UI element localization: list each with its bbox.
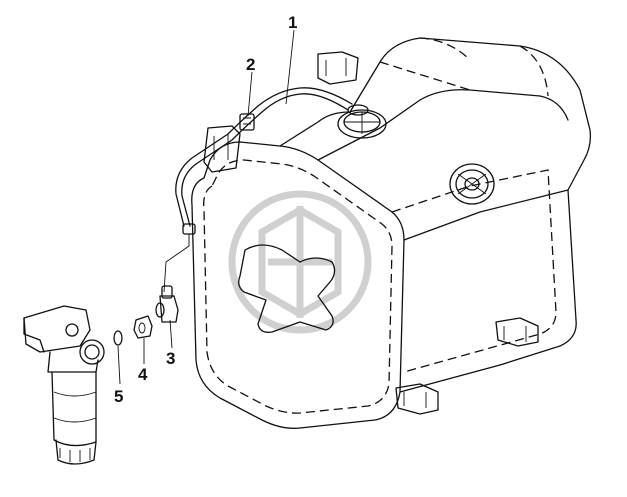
line-clip [239, 113, 255, 131]
fuel-line [163, 87, 353, 293]
elbow-fitting [155, 285, 179, 323]
callout-3: 3 [166, 349, 175, 368]
leader-lines [117, 29, 295, 385]
union-nut [133, 315, 153, 339]
callout-5: 5 [114, 387, 123, 406]
fuel-tank [191, 37, 592, 429]
seal-ring [113, 330, 123, 346]
callout-4: 4 [138, 365, 148, 384]
callout-1: 1 [288, 13, 297, 32]
watermark-logo [228, 190, 372, 334]
fuel-filter [23, 305, 105, 465]
callout-2: 2 [246, 55, 255, 74]
